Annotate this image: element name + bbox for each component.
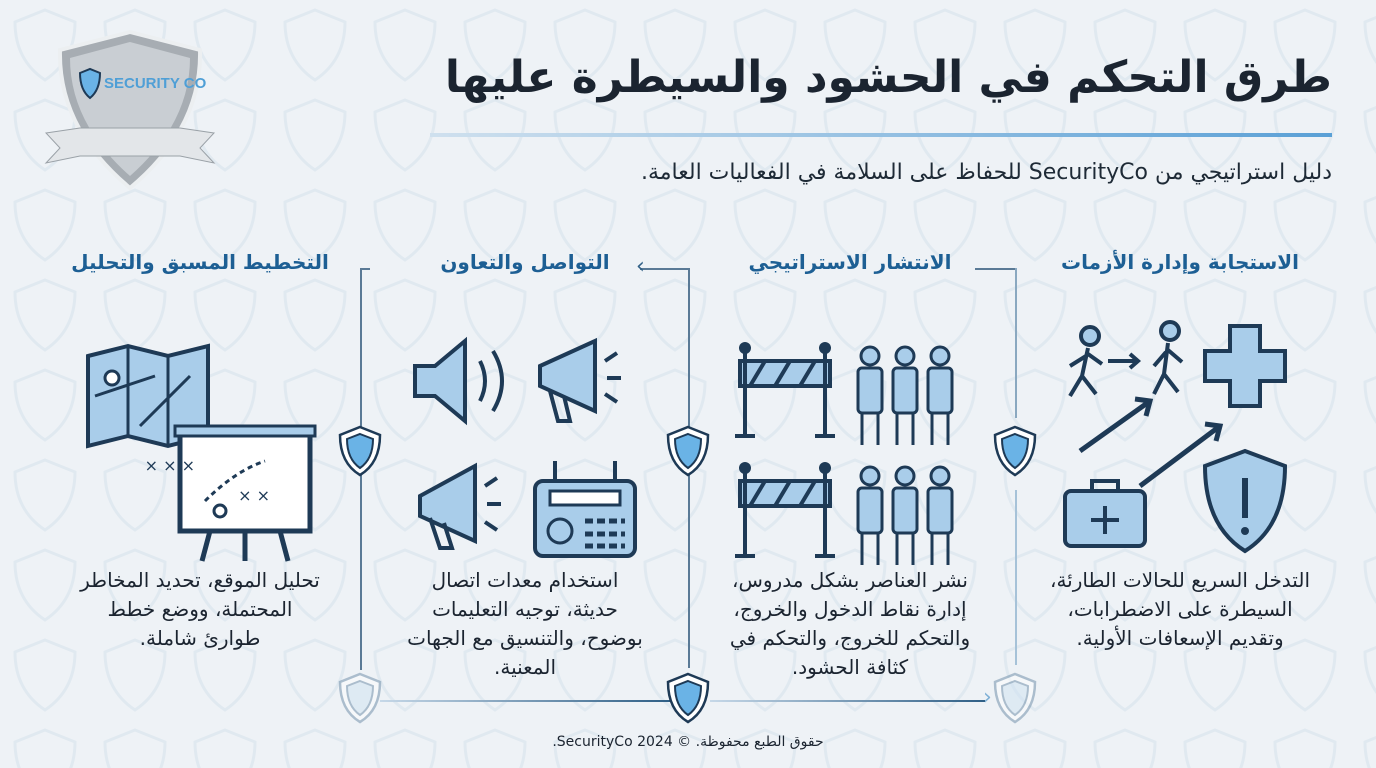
warning-shield-icon: [1202, 448, 1288, 554]
connector-line: [380, 700, 670, 702]
diagonal-arrow-icon: [1078, 396, 1224, 488]
arrow-left-icon: ‹: [636, 254, 645, 279]
running-person-icon: [1152, 320, 1184, 395]
radio-icon: [533, 461, 637, 558]
column-title: الاستجابة وإدارة الأزمات: [1060, 250, 1300, 274]
shield-icon: [666, 425, 710, 477]
column-communication: التواصل والتعاون استخدام معدات اتصال حدي…: [375, 250, 675, 682]
security-guards-icon: [856, 345, 954, 445]
column-description: تحليل الموقع، تحديد المخاطر المحتملة، وو…: [80, 568, 320, 650]
page-title: طرق التحكم في الحشود والسيطرة عليها: [444, 52, 1332, 103]
megaphone-icon: [418, 462, 501, 550]
security-guards-icon: [856, 465, 954, 565]
connector-line: [975, 268, 1015, 270]
column-strategic-deployment: الانتشار الاستراتيجي نشر العناصر بشكل مد…: [700, 250, 1000, 682]
column-title: التخطيط المسبق والتحليل: [71, 250, 329, 274]
securityco-logo: SECURITY CO: [44, 29, 216, 191]
column-description: التدخل السريع للحالات الطارئة، السيطرة ع…: [1049, 568, 1310, 650]
svg-text:× ×: × ×: [238, 486, 270, 505]
medical-cross-icon: [1203, 324, 1287, 408]
shield-icon: [666, 672, 710, 724]
svg-text:× × ×: × × ×: [145, 456, 195, 475]
connector-line: [360, 268, 370, 270]
copyright-footer: حقوق الطبع محفوظة. © 2024 SecurityCo.: [552, 734, 824, 750]
connector-line: [640, 268, 688, 270]
arrow-icon: [1108, 352, 1142, 370]
column-description: نشر العناصر بشكل مدروس، إدارة نقاط الدخو…: [729, 568, 971, 679]
shield-icon: [993, 672, 1037, 724]
column-title: الانتشار الاستراتيجي: [748, 250, 952, 274]
shield-icon: [338, 425, 382, 477]
connector-line: [710, 700, 985, 702]
shield-icon: [338, 672, 382, 724]
svg-text:SECURITY CO: SECURITY CO: [104, 75, 207, 92]
megaphone-icon: [538, 337, 621, 423]
column-crisis-response: الاستجابة وإدارة الأزمات التدخل السريع ل…: [1030, 250, 1330, 653]
column-description: استخدام معدات اتصال حديثة، توجيه التعليم…: [407, 568, 643, 679]
divider-line: [1015, 268, 1017, 418]
shield-icon: [993, 425, 1037, 477]
title-divider: [430, 133, 1332, 137]
column-title: التواصل والتعاون: [440, 250, 610, 274]
divider-line: [1015, 490, 1017, 665]
arrow-right-icon: ›: [983, 685, 992, 710]
speaker-icon: [413, 336, 504, 426]
page-subtitle: دليل استراتيجي من SecurityCo للحفاظ على …: [640, 160, 1332, 185]
strategy-board-icon: × × × × ×: [145, 424, 317, 562]
barrier-icon: [735, 342, 835, 438]
column-planning: التخطيط المسبق والتحليل × × × × × تحليل ا…: [50, 250, 350, 653]
walking-person-icon: [1068, 325, 1104, 398]
first-aid-kit-icon: [1063, 479, 1147, 548]
